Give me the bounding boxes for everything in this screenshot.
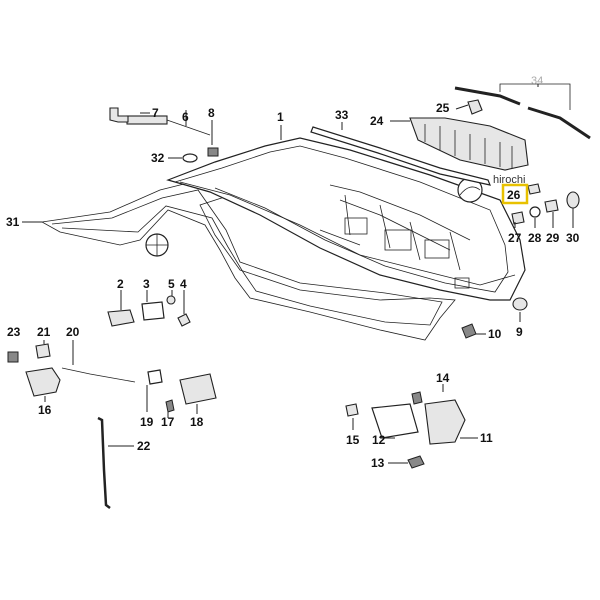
label-part-27: 27: [508, 231, 522, 245]
part-33-strip: [310, 126, 491, 186]
part-9-bumper-stop: [512, 297, 528, 311]
part-1-cutout-b: [384, 229, 412, 251]
label-part-26: 26: [507, 188, 521, 202]
part-6-rod: [166, 119, 211, 136]
label-part-2: 2: [117, 277, 124, 291]
part-1-cutout-c: [424, 239, 450, 259]
part-25-clip: [467, 99, 483, 115]
part-27-screw: [511, 211, 525, 225]
label-part-6: 6: [182, 110, 189, 124]
label-part-22: 22: [137, 439, 151, 453]
part-22-rod: [97, 416, 111, 509]
label-part-12: 12: [372, 433, 386, 447]
part-15-bolt: [345, 403, 359, 417]
part-1-trunk-lid: [166, 137, 526, 301]
part-28-washer: [529, 206, 541, 218]
label-part-4: 4: [180, 277, 187, 291]
label-part-3: 3: [143, 277, 150, 291]
label-part-20: 20: [66, 325, 80, 339]
roundel-emblem-left-quarters: [146, 234, 168, 256]
part-1-trunk-lid-inner-frame: [174, 145, 509, 293]
label-part-29: 29: [546, 231, 560, 245]
part-13-screw: [407, 455, 425, 469]
part-7-bolt: [109, 107, 129, 123]
part-2-hinge-bracket: [107, 309, 135, 327]
label-part-10: 10: [488, 327, 502, 341]
part-34-spoiler-strip: [454, 86, 521, 106]
part-24-brake-light: [409, 117, 529, 171]
part-24-brake-light-ribs: [424, 124, 513, 168]
label-part-8: 8: [208, 106, 215, 120]
label-part-30: 30: [566, 231, 580, 245]
part-19-clip: [147, 369, 163, 385]
part-16-lock-cylinder: [25, 367, 61, 397]
part-30-cap: [566, 191, 580, 209]
label-part-13: 13: [371, 456, 385, 470]
part-5-nut: [166, 295, 176, 305]
part-34-bracket: [499, 83, 571, 110]
part-1-rim: [179, 181, 516, 286]
part-18-actuator: [179, 373, 217, 405]
label-part-33: 33: [335, 108, 349, 122]
part-34-spoiler-strip-b: [527, 106, 591, 140]
part-3-plate: [141, 301, 165, 321]
part-10-grommet: [461, 323, 477, 339]
part-20-rod: [61, 367, 136, 383]
part-1-cutout-d: [454, 277, 470, 289]
watermark: hirochi: [493, 174, 525, 186]
label-part-24: 24: [370, 114, 384, 128]
label-part-16: 16: [38, 403, 52, 417]
label-part-25: 25: [436, 101, 450, 115]
label-part-21: 21: [37, 325, 51, 339]
label-part-1: 1: [277, 110, 284, 124]
label-part-18: 18: [190, 415, 204, 429]
label-part-32: 32: [151, 151, 165, 165]
part-29-nut: [544, 199, 559, 213]
part-12-latch-plate: [371, 403, 419, 439]
part-23-grommet: [7, 351, 19, 363]
part-1-trunk-lid-bracing: [319, 184, 471, 271]
label-part-14: 14: [436, 371, 450, 385]
part-17-screw: [165, 399, 175, 413]
part-6-gas-strut: [126, 115, 168, 125]
part-8-screw: [207, 147, 219, 157]
part-4-screw: [177, 313, 191, 327]
leader-lines: [22, 84, 574, 464]
label-part-11: 11: [480, 431, 493, 445]
part-32-grommet: [182, 153, 198, 163]
label-part-23: 23: [7, 325, 21, 339]
label-part-19: 19: [140, 415, 154, 429]
part-31-seal-inner: [51, 189, 443, 326]
part-labels: 1 6 7 8 32 33 24 25 34 hirochi 26 27 28 …: [6, 75, 580, 470]
label-part-34: 34: [531, 75, 543, 87]
label-part-5: 5: [168, 277, 175, 291]
part-26-pin: [527, 183, 541, 195]
part-1-cutout-a: [344, 217, 368, 235]
part-21-screw: [35, 343, 51, 359]
part-14-screw: [411, 391, 423, 405]
label-part-17: 17: [161, 415, 175, 429]
highlight-box-part-26: [501, 183, 529, 205]
part-11-latch: [424, 399, 466, 445]
label-part-28: 28: [528, 231, 542, 245]
roundel-emblem-lid-detail: [459, 186, 481, 196]
label-part-31: 31: [6, 215, 20, 229]
label-part-9: 9: [516, 325, 523, 339]
label-part-7: 7: [152, 106, 159, 120]
label-part-15: 15: [346, 433, 360, 447]
